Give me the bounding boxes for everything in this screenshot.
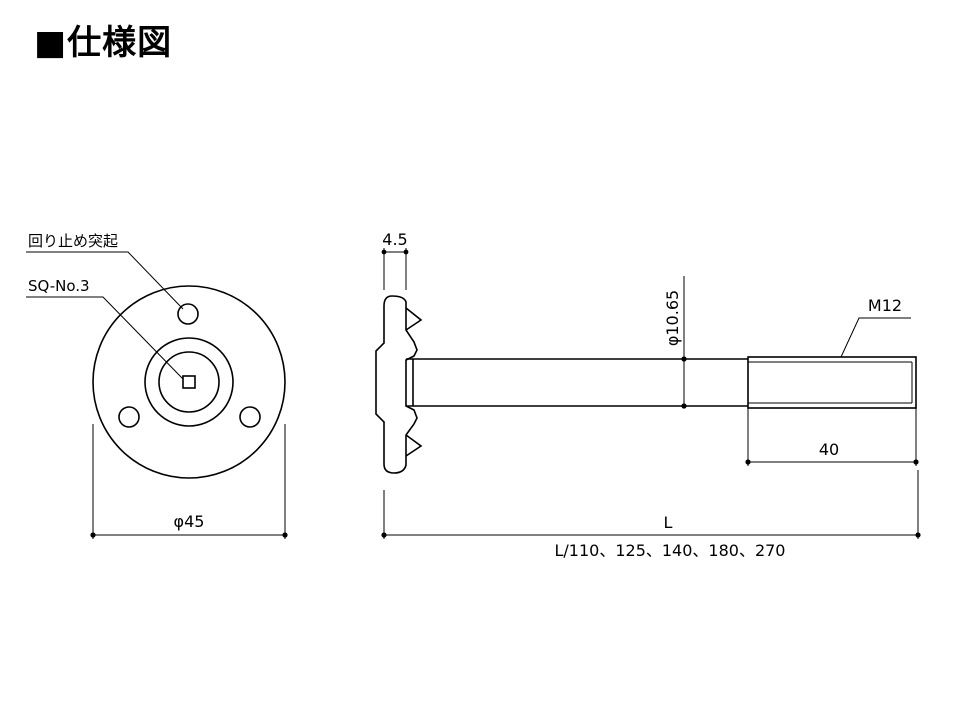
dim-dot xyxy=(403,249,409,255)
dim-dot xyxy=(381,532,387,538)
protrusion-top xyxy=(405,307,423,331)
flange-outer-circle xyxy=(92,285,286,479)
callout-anti-rotation: 回り止め突起 xyxy=(28,232,118,250)
diameter-dimension xyxy=(92,424,286,539)
dim-dot xyxy=(915,532,921,538)
thread-length-label: 40 xyxy=(819,440,839,459)
anti-rotation-hole-top xyxy=(177,303,199,325)
dim-dot xyxy=(681,403,687,409)
thread-label: M12 xyxy=(868,296,902,315)
front-view xyxy=(92,285,286,479)
thread-length-dimension xyxy=(747,408,917,466)
dim-dot xyxy=(90,532,96,538)
boss-outer-circle xyxy=(144,337,234,427)
leader-square xyxy=(26,296,184,380)
thickness-label: 4.5 xyxy=(382,230,407,249)
callout-square: SQ-No.3 xyxy=(28,277,90,295)
overall-length-dimension xyxy=(383,470,919,539)
boss-inner-circle xyxy=(158,351,220,413)
leader-thread xyxy=(840,317,911,358)
thickness-dimension xyxy=(383,248,407,290)
leader-anti-rotation xyxy=(26,251,184,310)
side-view xyxy=(375,295,917,474)
front-view-leaders xyxy=(26,251,184,380)
thread-body xyxy=(747,356,917,409)
length-options: L/110、125、140、180、270 xyxy=(554,541,785,560)
dim-dot xyxy=(681,356,687,362)
anti-rotation-hole-right xyxy=(239,406,261,428)
diameter-label: φ45 xyxy=(174,512,205,531)
dim-dot xyxy=(745,459,751,465)
flange-head-profile xyxy=(375,295,418,474)
dim-dot xyxy=(913,459,919,465)
page-title: ■仕様図 xyxy=(34,23,173,63)
protrusion-bottom xyxy=(405,434,423,457)
square-drive-hole xyxy=(182,375,196,389)
anti-rotation-hole-left xyxy=(118,406,140,428)
dim-dot xyxy=(282,532,288,538)
length-label: L xyxy=(664,513,673,532)
shaft-diameter-label: φ10.65 xyxy=(663,290,682,346)
dim-dot xyxy=(381,249,387,255)
